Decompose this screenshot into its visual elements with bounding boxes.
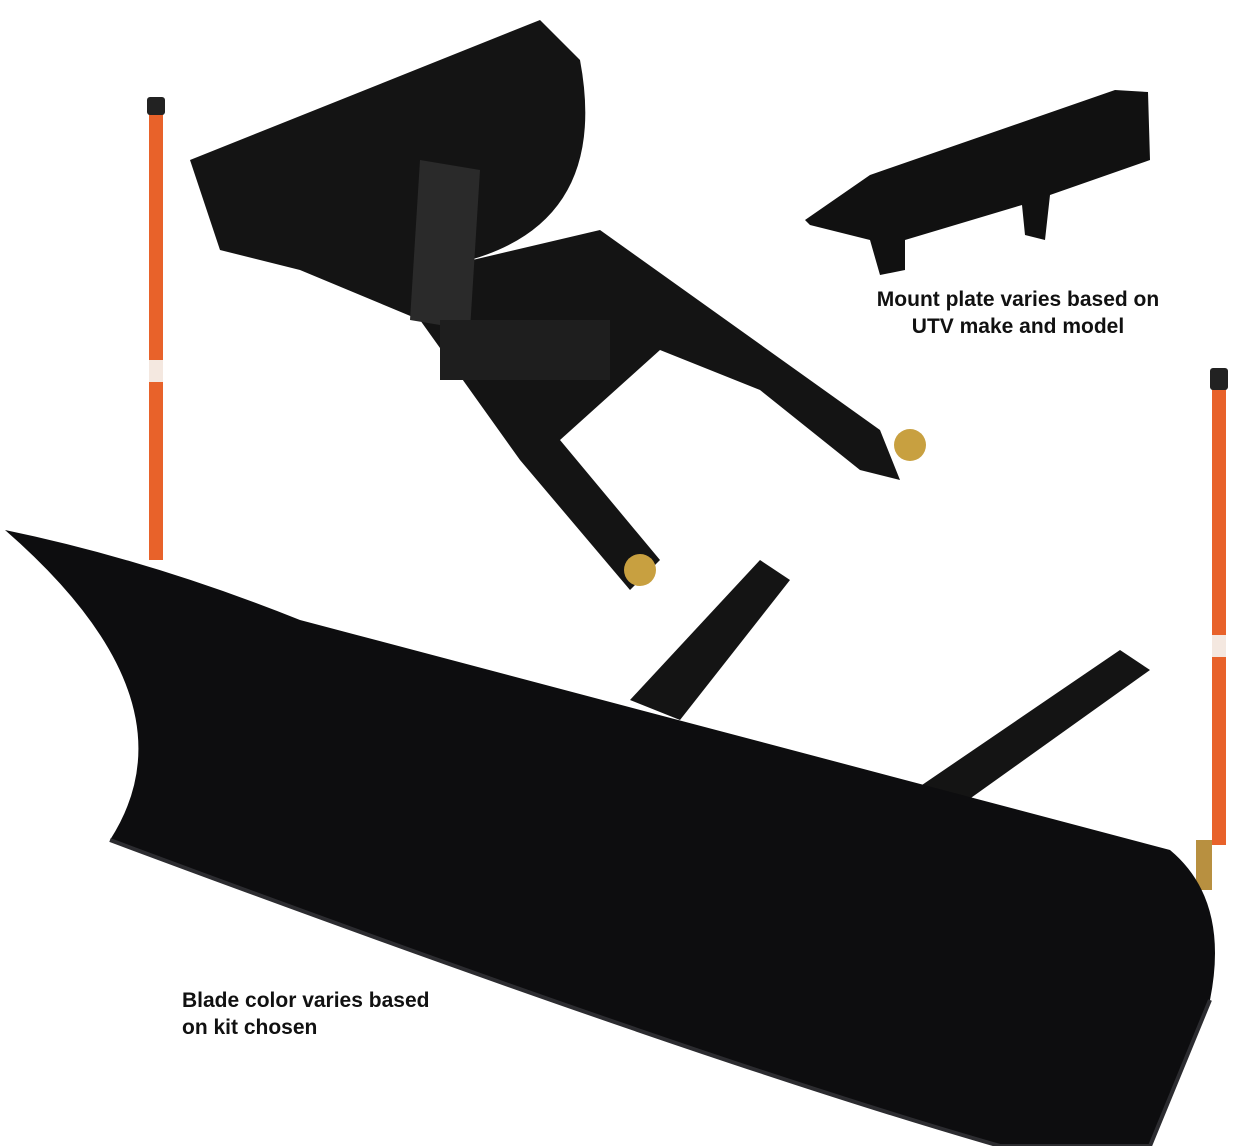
mount-plate (805, 90, 1150, 275)
left-marker-pole (147, 97, 165, 560)
plow-blade (5, 530, 1215, 1146)
mount-plate-caption-line-2: UTV make and model (911, 315, 1125, 338)
right-marker-pole (1196, 368, 1228, 890)
blade-caption-line-1: Blade color varies based (182, 989, 430, 1012)
blade-caption: Blade color varies based on kit chosen (182, 987, 429, 1041)
mount-plate-caption: Mount plate varies based on UTV make and… (868, 286, 1168, 340)
mount-frame (190, 20, 1150, 820)
mount-plate-caption-line-1: Mount plate varies based on (876, 288, 1160, 311)
blade-caption-line-2: on kit chosen (182, 1016, 318, 1039)
